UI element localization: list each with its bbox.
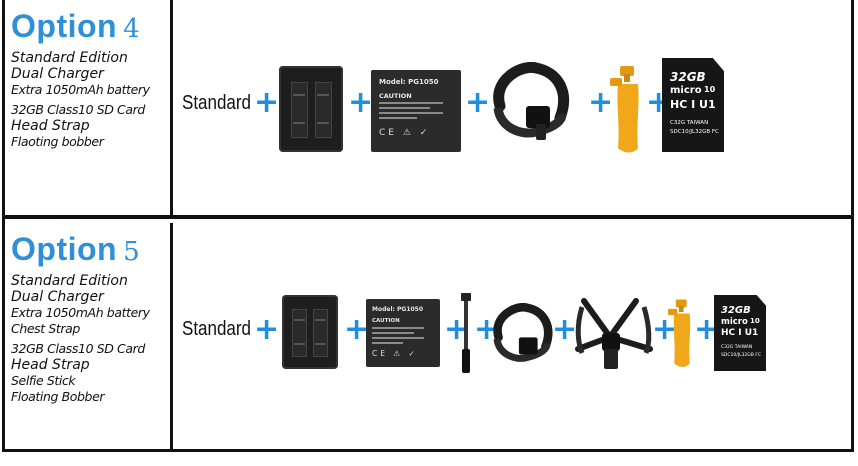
- option-4-feature-list: Standard Edition Dual Charger Extra 1050…: [11, 50, 170, 150]
- feature-item: Extra 1050mAh battery: [11, 82, 150, 97]
- option-title-word: Option: [11, 231, 118, 267]
- option-title-number: 5: [123, 237, 140, 267]
- option-title-word: Option: [11, 8, 118, 44]
- feature-item: Standard Edition: [11, 50, 128, 66]
- standard-label: Standard: [182, 92, 251, 114]
- feature-item: Standard Edition: [11, 273, 128, 289]
- plus-icon: +: [588, 85, 614, 120]
- feature-item: Extra 1050mAh battery: [11, 305, 150, 320]
- sd-card-icon: 32GB micro 10 HC I U1 C32G TAIWAN SDC10/…: [714, 295, 766, 371]
- head-strap-icon: [493, 303, 553, 362]
- floating-bobber-icon: [610, 66, 639, 153]
- feature-item: Flaoting bobber: [11, 134, 104, 149]
- plus-icon: +: [348, 85, 374, 120]
- plus-icon: +: [344, 312, 370, 347]
- battery-icon: Model: PG1050 CAUTION CE ⚠ ✓: [366, 299, 440, 367]
- option-4-package-contents: Standard + + Model: PG1050 CAUTION CE ⚠ …: [176, 0, 851, 215]
- feature-item: Selfie Stick: [11, 373, 76, 388]
- battery-icon: Model: PG1050 CAUTION CE ⚠ ✓: [371, 70, 461, 152]
- floating-bobber-icon: [668, 299, 691, 367]
- plus-icon: +: [465, 85, 491, 120]
- charger-icon: [282, 295, 338, 369]
- charger-icon: [279, 66, 343, 152]
- standard-label: Standard: [182, 318, 251, 340]
- option-5-feature-list: Standard Edition Dual Charger Extra 1050…: [11, 273, 170, 405]
- selfie-stick-icon: [461, 293, 471, 373]
- feature-item: Head Strap: [11, 357, 90, 373]
- chest-strap-icon: [575, 298, 653, 369]
- feature-item: 32GB Class10 SD Card: [11, 341, 145, 356]
- plus-icon: +: [652, 312, 678, 347]
- feature-item: Head Strap: [11, 118, 90, 134]
- option-5-package-contents: Standard + + Model: PG1050 CAUTION CE ⚠ …: [176, 223, 851, 449]
- feature-item: Floating Bobber: [11, 389, 105, 404]
- head-strap-icon: [493, 62, 570, 140]
- plus-icon: +: [254, 312, 280, 347]
- feature-item: Chest Strap: [11, 321, 80, 336]
- feature-item: Dual Charger: [11, 66, 104, 82]
- plus-icon: +: [552, 312, 578, 347]
- plus-icon: +: [254, 85, 280, 120]
- feature-item: 32GB Class10 SD Card: [11, 102, 145, 117]
- sd-card-icon: 32GB micro 10 HC I U1 C32G TAIWAN SDC10/…: [662, 58, 724, 152]
- option-title-number: 4: [123, 14, 140, 44]
- feature-item: Dual Charger: [11, 289, 104, 305]
